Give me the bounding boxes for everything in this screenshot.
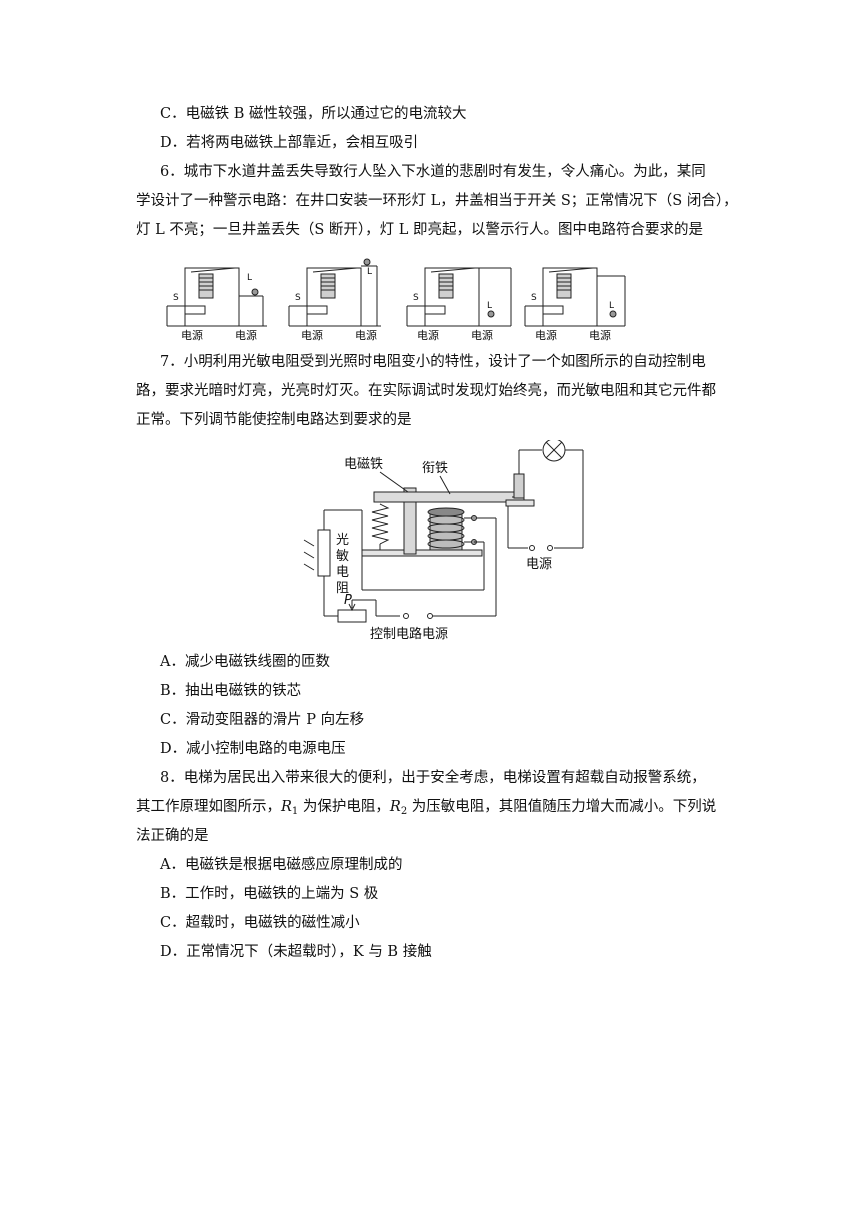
q8-stem-line3: 法正确的是 <box>136 828 209 844</box>
q8-stem-line2-c: 为压敏电阻，其阻值随压力增大而减小。下列说 <box>407 799 717 815</box>
q6-c2-switch-label: S <box>295 293 301 303</box>
q6-c1-lamp-label: L <box>247 273 252 283</box>
q8-stem-line1: 8．电梯为居民出入带来很大的便利，出于安全考虑，电梯设置有超载自动报警系统， <box>160 770 706 786</box>
q7-armature-label: 衔铁 <box>422 461 448 476</box>
q7-slider-label: P <box>344 593 352 608</box>
q6-stem-line2: 学设计了一种警示电路：在井口安装一环形灯 L，井盖相当于开关 S；正常情况下（S… <box>136 193 738 209</box>
r1-subscript: 1 <box>291 806 299 817</box>
q7-option-b: B．抽出电磁铁的铁芯 <box>160 683 302 699</box>
q7-control-circuit-figure: 电磁铁 衔铁 光 敏 电 阻 P 电源 控制电路电源 <box>303 440 584 642</box>
q7-electromagnet-label: 电磁铁 <box>344 457 383 472</box>
q7-photoresistor-char-3: 电 <box>336 565 349 580</box>
q7-control-power-label: 控制电路电源 <box>370 626 448 642</box>
q6-circuit-4 <box>524 267 626 327</box>
q8-stem-line2-a: 其工作原理如图所示， <box>136 799 281 815</box>
q6-circuit-1 <box>166 267 267 327</box>
q6-c4-power-label-a: 电源 <box>535 328 557 342</box>
q5-option-d: D．若将两电磁铁上部靠近，会相互吸引 <box>160 135 419 151</box>
q6-c2-power-label-b: 电源 <box>355 328 377 342</box>
r2-symbol: R <box>389 799 401 815</box>
q7-option-d: D．减小控制电路的电源电压 <box>160 741 346 757</box>
q6-c1-power-label-a: 电源 <box>181 328 203 342</box>
q6-c4-power-label-b: 电源 <box>589 328 611 342</box>
q8-option-d: D．正常情况下（未超载时），K 与 B 接触 <box>160 944 432 960</box>
q6-c3-switch-label: S <box>413 293 419 303</box>
q5-option-c: C．电磁铁 B 磁性较强，所以通过它的电流较大 <box>160 106 467 122</box>
q8-stem-line2: 其工作原理如图所示，R1 为保护电阻，R2 为压敏电阻，其阻值随压力增大而减小。… <box>136 797 716 822</box>
q8-option-b: B．工作时，电磁铁的上端为 S 极 <box>160 886 379 902</box>
q7-photoresistor-char-2: 敏 <box>336 549 349 564</box>
q8-option-c: C．超载时，电磁铁的磁性减小 <box>160 915 360 931</box>
q7-stem-line3: 正常。下列调节能使控制电路达到要求的是 <box>136 412 412 428</box>
q6-circuit-2 <box>288 258 381 327</box>
q7-photoresistor-char-1: 光 <box>336 533 349 548</box>
r1-symbol: R <box>281 799 292 815</box>
q6-c2-power-label-a: 电源 <box>301 328 323 342</box>
q6-circuit-3 <box>406 267 512 327</box>
q7-photoresistor-char-4: 阻 <box>336 581 349 596</box>
q7-option-a: A．减少电磁铁线圈的匝数 <box>160 654 330 670</box>
q7-stem-line2: 路，要求光暗时灯亮，光亮时灯灭。在实际调试时发现灯始终亮，而光敏电阻和其它元件都 <box>136 383 716 399</box>
q6-c2-lamp-label: L <box>367 267 372 277</box>
q6-c4-lamp-label: L <box>609 301 614 311</box>
q7-option-c: C．滑动变阻器的滑片 P 向左移 <box>160 712 365 728</box>
q6-c3-power-label-a: 电源 <box>417 328 439 342</box>
q8-stem-line2-b: 为保护电阻， <box>298 799 390 815</box>
q6-stem-line1: 6．城市下水道井盖丢失导致行人坠入下水道的悲剧时有发生，令人痛心。为此，某同 <box>160 164 706 180</box>
q6-circuit-options-figure: S L S L S L S L 电源 电源 电源 电源 电源 电源 电源 电源 <box>166 258 626 342</box>
q7-power-label: 电源 <box>526 557 552 572</box>
q6-stem-line3: 灯 L 不亮；一旦井盖丢失（S 断开），灯 L 即亮起，以警示行人。图中电路符合… <box>136 222 703 238</box>
q6-c4-switch-label: S <box>531 293 537 303</box>
q6-c1-switch-label: S <box>173 293 179 303</box>
q7-stem-line1: 7．小明利用光敏电阻受到光照时电阻变小的特性，设计了一个如图所示的自动控制电 <box>160 354 706 370</box>
q6-c1-power-label-b: 电源 <box>235 328 257 342</box>
q8-option-a: A．电磁铁是根据电磁感应原理制成的 <box>160 857 403 873</box>
r2-subscript: 2 <box>400 806 408 817</box>
q6-c3-lamp-label: L <box>487 301 492 311</box>
q6-c3-power-label-b: 电源 <box>471 328 493 342</box>
